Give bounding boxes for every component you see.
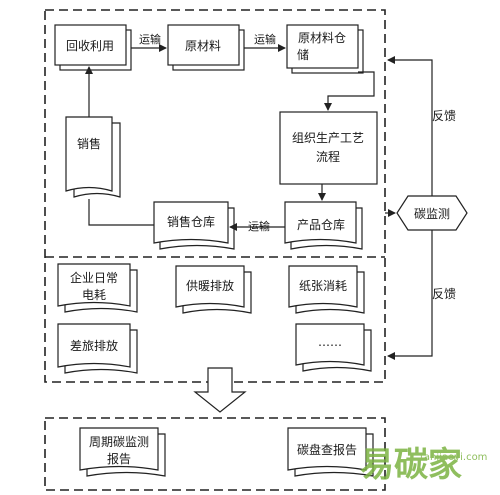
node-ellipsis-label: …… [318, 335, 342, 349]
node-process: 组织生产工艺 流程 [279, 111, 378, 185]
node-heating: 供暖排放 [175, 265, 252, 314]
node-travel: 差旅排放 [57, 323, 138, 374]
node-raw-material: 原材料 [167, 24, 245, 71]
node-raw-storage-label-2: 储 [297, 47, 309, 62]
node-product-storage-label: 产品仓库 [297, 217, 345, 232]
edge-label-transport-2: 运输 [254, 32, 276, 46]
node-process-label-2: 流程 [316, 149, 340, 164]
node-heating-label: 供暖排放 [186, 278, 234, 293]
node-paper-label: 纸张消耗 [299, 279, 347, 293]
edge-sales-storage-to-sales [88, 199, 154, 226]
node-inventory-report-label: 碳盘查报告 [297, 442, 357, 457]
down-arrow-icon [193, 367, 247, 413]
node-periodic-report-label-1: 周期碳监测 [89, 435, 149, 449]
edge-feedback-bottom [387, 230, 433, 360]
node-raw-storage: 原材料仓 储 [286, 24, 364, 74]
edge-label-feedback-bottom-1: 反馈 [432, 287, 456, 301]
node-recycle-label: 回收利用 [66, 39, 114, 53]
node-recycle: 回收利用 [54, 24, 132, 71]
node-ellipsis: …… [295, 323, 372, 372]
edge-label-transport-1: 运输 [139, 32, 161, 46]
edge-feedback-top [387, 56, 433, 196]
node-carbon-monitor: 碳监测 [396, 195, 468, 231]
report-region-border [44, 417, 386, 491]
node-process-label-1: 组织生产工艺 [292, 131, 364, 145]
node-raw-storage-label-1: 原材料仓 [298, 31, 346, 45]
edge-storage-to-process [324, 71, 375, 111]
node-sales-storage-label: 销售仓库 [167, 214, 215, 229]
watermark-brand: 易碳家 [360, 445, 462, 485]
node-raw-material-label: 原材料 [185, 39, 221, 53]
node-periodic-report-label-2: 报告 [107, 451, 131, 466]
node-electricity-label-2: 电耗 [82, 288, 106, 302]
node-sales: 销售 [65, 116, 121, 198]
node-electricity: 企业日常 电耗 [57, 263, 138, 313]
node-paper: 纸张消耗 [288, 265, 365, 314]
node-periodic-report: 周期碳监测 报告 [79, 427, 166, 477]
edge-label-feedback-top-1: 反馈 [432, 109, 456, 123]
edge-label-transport-3: 运输 [248, 219, 270, 233]
watermark-url: tanjiaoyi.com [420, 452, 487, 463]
node-travel-label: 差旅排放 [70, 338, 118, 353]
node-carbon-monitor-label: 碳监测 [414, 207, 450, 221]
node-inventory-report: 碳盘查报告 [287, 427, 374, 477]
node-electricity-label-1: 企业日常 [70, 270, 118, 285]
node-sales-storage: 销售仓库 [153, 201, 235, 250]
node-sales-label-1: 销售 [77, 136, 101, 151]
watermark: 易碳家 tanjiaoyi.com [360, 445, 487, 485]
node-product-storage: 产品仓库 [284, 201, 363, 250]
